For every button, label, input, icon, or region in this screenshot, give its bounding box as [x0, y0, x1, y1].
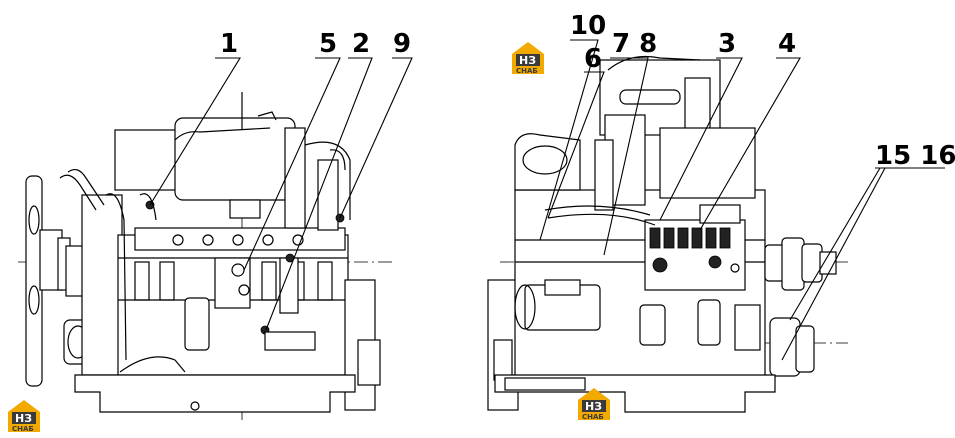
callout-4: 4 [778, 29, 796, 59]
svg-text:НЗ: НЗ [519, 54, 536, 67]
watermark-logo: НЗ СНАБ [8, 400, 40, 433]
svg-text:СНАБ: СНАБ [516, 67, 538, 75]
callout-9: 9 [393, 29, 411, 59]
callout-6: 6 [584, 44, 602, 74]
injection-pump-detail [649, 227, 740, 273]
svg-text:НЗ: НЗ [585, 400, 602, 413]
callout-10: 10 [570, 11, 606, 41]
left-engine-view [18, 92, 395, 420]
callout-7-8: 7 8 [612, 29, 657, 59]
svg-text:СНАБ: СНАБ [12, 425, 34, 433]
callout-15-16: 15 16 [875, 141, 955, 171]
svg-text:СНАБ: СНАБ [582, 413, 604, 421]
callout-2: 2 [352, 29, 370, 59]
svg-text:НЗ: НЗ [15, 412, 32, 425]
right-engine-view [487, 55, 848, 413]
leader-lines [149, 39, 945, 361]
callout-labels: 1 5 2 9 10 6 7 8 3 4 15 16 [220, 11, 955, 171]
callout-3: 3 [718, 29, 736, 59]
watermark-logo: НЗ СНАБ [578, 388, 610, 421]
watermark-logo: НЗ СНАБ [512, 42, 544, 75]
callout-1: 1 [220, 29, 238, 59]
callout-5: 5 [319, 29, 337, 59]
